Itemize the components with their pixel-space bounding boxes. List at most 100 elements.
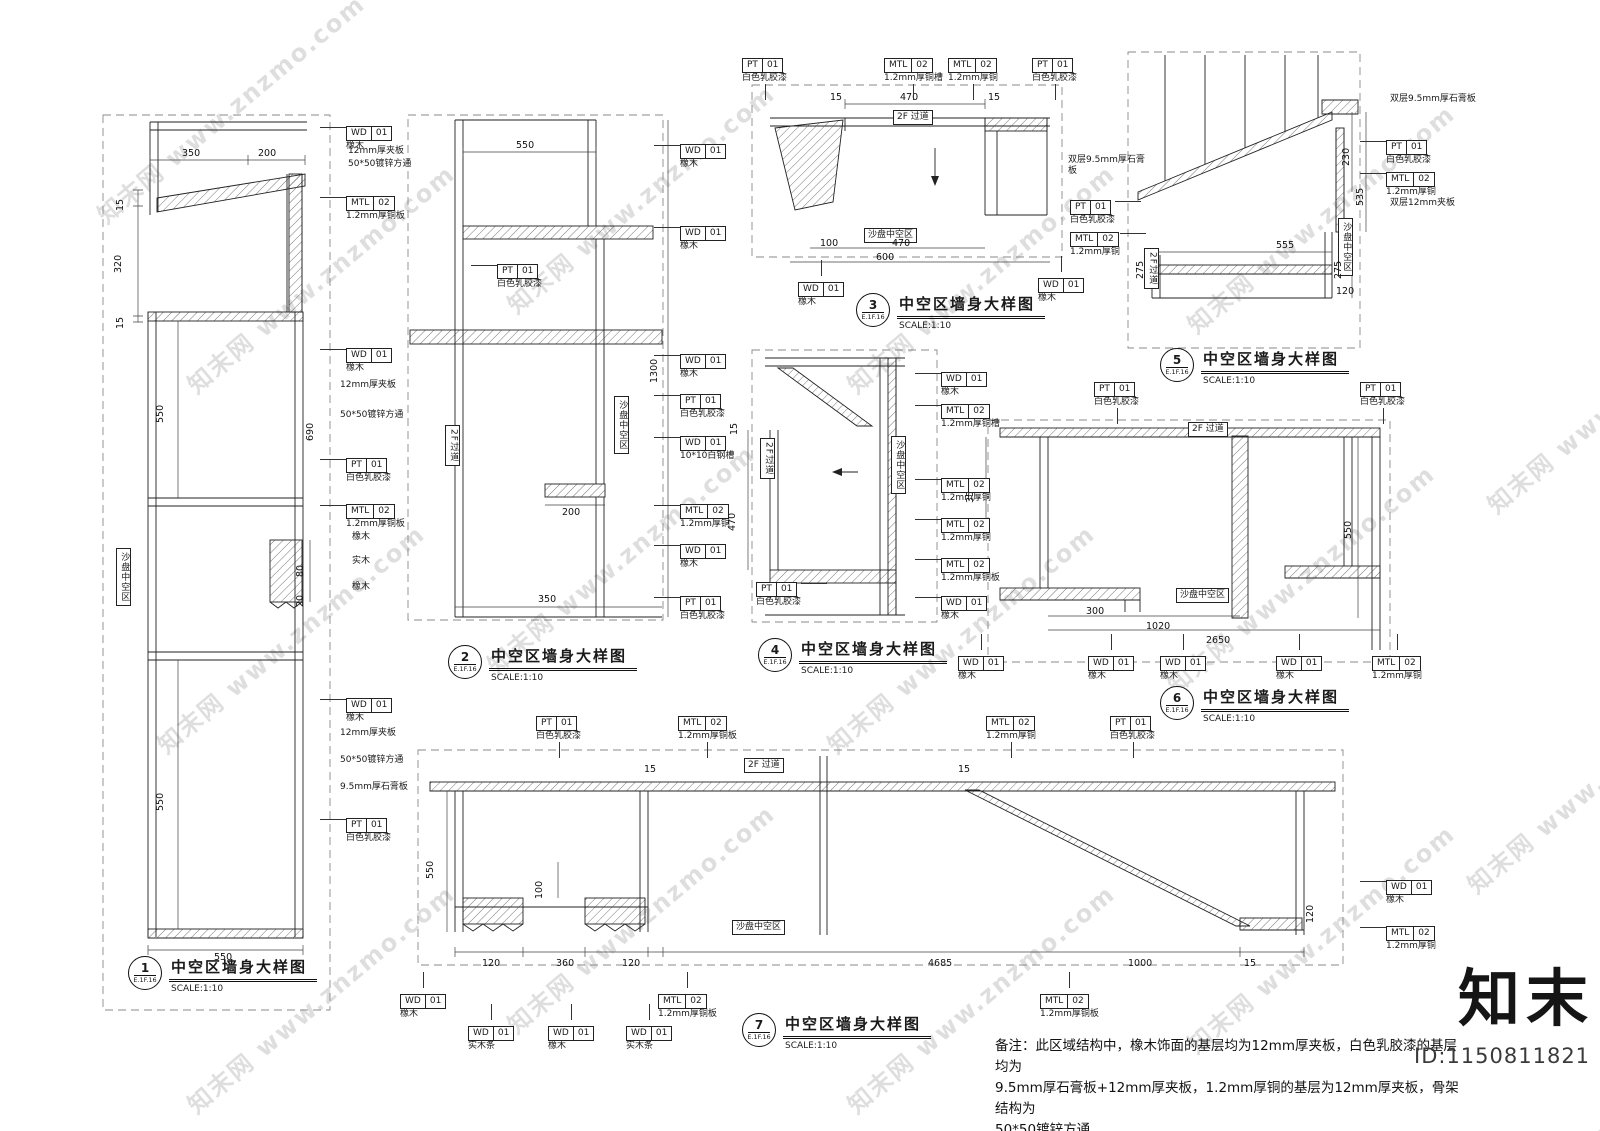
- tag-material-label: 1.2mm厚铜: [948, 73, 998, 83]
- tag-material-label: 白色乳胶漆: [1032, 73, 1078, 83]
- zone-label-9: 2F 过道: [1188, 422, 1228, 438]
- tag-material-label: 橡木: [1276, 671, 1295, 681]
- dimension-3: 320: [113, 254, 124, 273]
- tag-material-label: 橡木: [548, 1041, 567, 1051]
- dimension-27: 555: [1276, 240, 1295, 251]
- tag-material-label: 白色乳胶漆: [536, 731, 582, 741]
- dimension-31: 300: [1086, 606, 1105, 617]
- tag-material-label: 橡木: [1160, 671, 1179, 681]
- dimension-37: 15: [958, 764, 971, 775]
- dimension-42: 1000: [1128, 958, 1153, 969]
- tag-material-label: 实木条: [468, 1041, 496, 1051]
- tag-material-label: 橡木: [958, 671, 977, 681]
- tag-material-label: 1.2mm厚铜: [1372, 671, 1422, 681]
- tag-material-label: 白色乳胶漆: [497, 279, 543, 289]
- dimension-43: 15: [1244, 958, 1257, 969]
- callout-label-10: 双层9.5mm厚石膏板: [1068, 155, 1145, 176]
- zone-label-2: 2F过道: [445, 425, 461, 466]
- dimension-41: 4685: [928, 958, 953, 969]
- tag-material-label: 1.2mm厚铜板: [941, 573, 1000, 583]
- tag-material-label: 1.2mm厚铜: [986, 731, 1036, 741]
- tag-material-label: 白色乳胶漆: [1070, 215, 1116, 225]
- dimension-12: 1300: [649, 358, 660, 383]
- tag-material-label: 橡木: [680, 369, 699, 379]
- detail-number: 4: [763, 644, 787, 659]
- detail-sheet-ref: E.1F.16: [763, 658, 787, 667]
- dimension-44: 120: [1305, 904, 1316, 923]
- zone-label-8: 沙盘中空区: [1338, 218, 1354, 276]
- detail-sheet-ref: E.1F.16: [133, 976, 157, 985]
- detail-scale: SCALE:1:10: [1203, 376, 1256, 386]
- detail-number: 3: [861, 299, 885, 314]
- dimension-35: 100: [534, 880, 545, 899]
- detail-number: 6: [1165, 692, 1189, 707]
- dimension-5: 550: [155, 404, 166, 423]
- dimension-28: 120: [1336, 286, 1355, 297]
- dimension-18: 100: [820, 238, 839, 249]
- detail-number: 1: [133, 962, 157, 977]
- detail-scale: SCALE:1:10: [899, 321, 952, 331]
- dimension-34: 550: [425, 860, 436, 879]
- detail-sheet-ref: E.1F.16: [1165, 706, 1189, 715]
- dimension-19: 470: [892, 238, 911, 249]
- znzmo-logo: 知末: [1458, 962, 1595, 1035]
- tag-material-label: 1.2mm厚铜: [680, 519, 730, 529]
- zone-label-0: 沙盘中空区: [116, 548, 132, 606]
- dimension-33: 2650: [1206, 635, 1231, 646]
- callout-label-1: 50*50镀锌方通: [348, 159, 412, 169]
- callout-label-0: 12mm厚夹板: [348, 146, 404, 156]
- callout-label-4: 橡木: [352, 532, 371, 542]
- dimension-11: 550: [516, 140, 535, 151]
- detail-scale: SCALE:1:10: [491, 673, 544, 683]
- dimension-15: 15: [830, 92, 843, 103]
- detail-number: 5: [1165, 354, 1189, 369]
- callout-label-11: 双层9.5mm厚石膏板: [1390, 94, 1476, 104]
- dimension-20: 600: [876, 252, 895, 263]
